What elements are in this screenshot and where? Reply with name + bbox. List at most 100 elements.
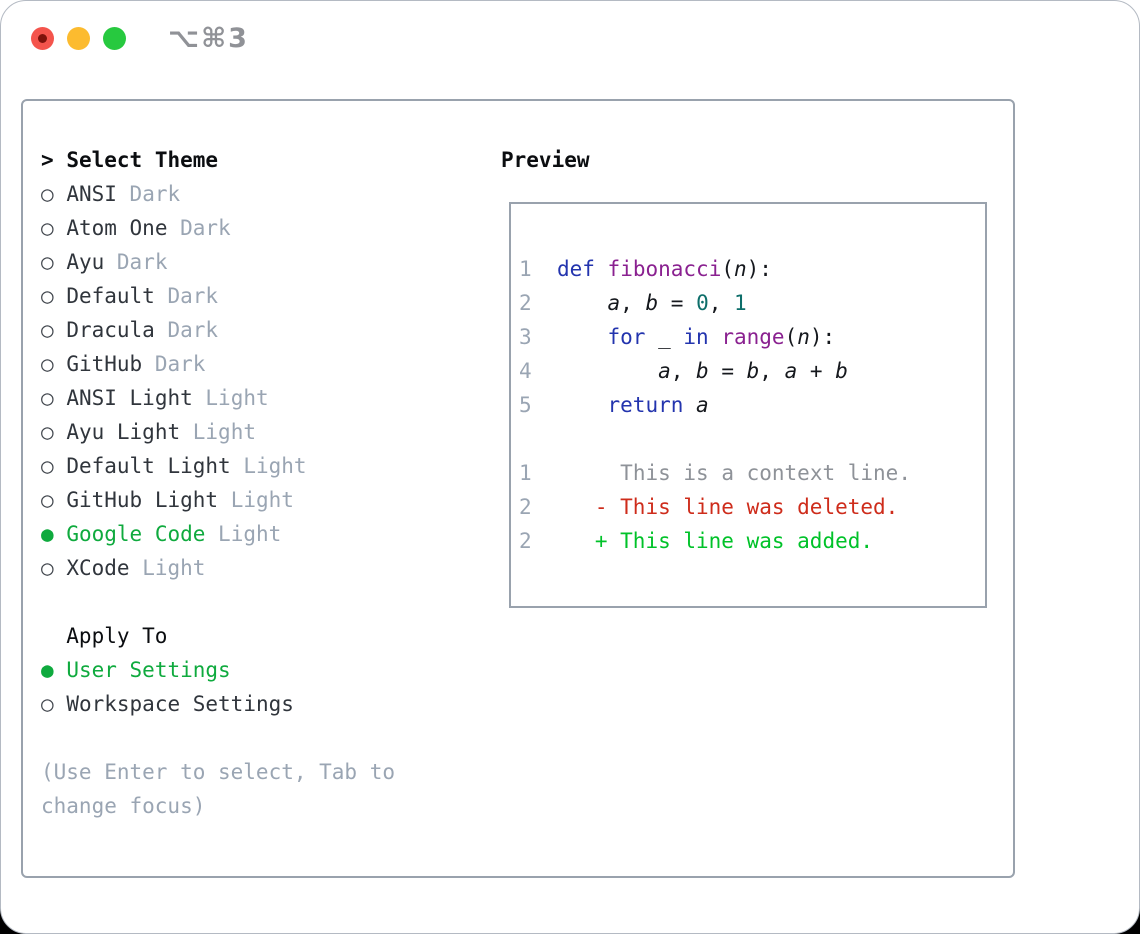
theme-list: ○ ANSI Dark○ Atom One Dark○ Ayu Dark○ De…: [41, 177, 475, 585]
zoom-button[interactable]: [103, 27, 126, 50]
radio-icon: ○: [41, 182, 54, 206]
code-line: 4 a, b = b, a + b: [519, 354, 977, 388]
code-line: 3 for _ in range(n):: [519, 320, 977, 354]
radio-icon: ○: [41, 386, 54, 410]
code-token-plain: ,: [620, 291, 646, 315]
select-theme-header: > Select Theme: [41, 143, 475, 177]
code-token-plain: _: [645, 325, 684, 349]
theme-variant: Light: [142, 556, 206, 580]
focus-caret-icon: >: [41, 148, 54, 172]
code-line: 5 return a: [519, 388, 977, 422]
code-token-plain: [532, 461, 621, 485]
code-token-fn: range: [721, 325, 785, 349]
theme-option-dracula[interactable]: ○ Dracula Dark: [41, 313, 475, 347]
code-token-var: a: [658, 359, 671, 383]
radio-icon: ○: [41, 352, 54, 376]
theme-option-xcode[interactable]: ○ XCode Light: [41, 551, 475, 585]
theme-variant: Light: [230, 488, 294, 512]
theme-selector-panel: > Select Theme ○ ANSI Dark○ Atom One Dar…: [21, 99, 1015, 878]
code-token-lit: 1: [734, 291, 747, 315]
code-token-var: n: [797, 325, 810, 349]
radio-icon: ○: [41, 250, 54, 274]
code-line: 2 a, b = 0, 1: [519, 286, 977, 320]
minimize-button[interactable]: [67, 27, 90, 50]
code-token-plain: ,: [759, 359, 785, 383]
apply-name: Workspace Settings: [66, 692, 294, 716]
code-line: 1 def fibonacci(n):: [519, 252, 977, 286]
code-token-kw: for: [607, 325, 646, 349]
code-token-kw: return: [607, 393, 684, 417]
code-token-lineno: 1: [519, 461, 532, 485]
preview-title: Preview: [501, 148, 590, 172]
theme-variant: Dark: [167, 318, 219, 342]
close-button[interactable]: [31, 27, 54, 50]
theme-name: ANSI: [66, 182, 117, 206]
code-token-lineno: 2: [519, 291, 532, 315]
theme-option-ayu[interactable]: ○ Ayu Dark: [41, 245, 475, 279]
radio-icon: ○: [41, 420, 54, 444]
code-token-plain: [532, 529, 595, 553]
code-token-var: b: [746, 359, 760, 383]
code-token-lineno: 5: [519, 393, 532, 417]
apply-option-workspace-settings[interactable]: ○ Workspace Settings: [41, 687, 475, 721]
code-token-kw: in: [683, 325, 709, 349]
theme-option-ansi-light[interactable]: ○ ANSI Light Light: [41, 381, 475, 415]
theme-option-default[interactable]: ○ Default Dark: [41, 279, 475, 313]
window-title: ⌥⌘3: [168, 23, 249, 54]
code-token-plain: [532, 393, 608, 417]
code-token-var: n: [734, 257, 747, 281]
theme-variant: Light: [243, 454, 307, 478]
radio-icon: ○: [41, 318, 54, 342]
theme-option-ayu-light[interactable]: ○ Ayu Light Light: [41, 415, 475, 449]
theme-option-atom-one[interactable]: ○ Atom One Dark: [41, 211, 475, 245]
apply-to-list: ● User Settings○ Workspace Settings: [41, 653, 475, 721]
theme-name: GitHub Light: [66, 488, 219, 512]
code-token-fn: fibonacci: [607, 257, 722, 281]
radio-icon: ○: [41, 488, 54, 512]
theme-name: Atom One: [66, 216, 168, 240]
theme-variant: Light: [192, 420, 256, 444]
theme-option-github[interactable]: ○ GitHub Dark: [41, 347, 475, 381]
code-token-lineno: 4: [519, 359, 532, 383]
radio-icon: ○: [41, 216, 54, 240]
theme-option-ansi[interactable]: ○ ANSI Dark: [41, 177, 475, 211]
code-token-plain: [595, 257, 608, 281]
code-token-plain: [532, 325, 608, 349]
spacer: [41, 585, 475, 619]
code-token-ctx: This is a context line.: [620, 461, 911, 485]
code-token-plain: =: [708, 359, 747, 383]
code-token-add: + This line was added.: [594, 529, 874, 553]
titlebar: ⌥⌘3: [1, 1, 1139, 76]
theme-option-github-light[interactable]: ○ GitHub Light Light: [41, 483, 475, 517]
code-token-plain: [532, 291, 608, 315]
theme-list-column: > Select Theme ○ ANSI Dark○ Atom One Dar…: [41, 143, 475, 823]
theme-variant: Dark: [129, 182, 181, 206]
theme-option-default-light[interactable]: ○ Default Light Light: [41, 449, 475, 483]
radio-icon: ○: [41, 556, 54, 580]
theme-name: GitHub: [66, 352, 143, 376]
theme-variant: Light: [205, 386, 269, 410]
theme-name: Dracula: [66, 318, 155, 342]
code-token-var: a: [607, 291, 621, 315]
code-token-plain: ):: [746, 257, 772, 281]
code-token-plain: [683, 393, 696, 417]
code-token-lit: 0: [696, 291, 709, 315]
code-line: 1 This is a context line.: [519, 456, 977, 490]
spacer: [41, 721, 475, 755]
theme-name: Google Code: [66, 522, 206, 546]
theme-variant: Dark: [167, 284, 219, 308]
code-token-var: a: [696, 393, 709, 417]
theme-option-google-code[interactable]: ● Google Code Light: [41, 517, 475, 551]
code-token-var: b: [835, 359, 848, 383]
radio-selected-icon: ●: [41, 658, 54, 682]
theme-variant: Light: [218, 522, 282, 546]
theme-variant: Dark: [154, 352, 206, 376]
radio-icon: ○: [41, 454, 54, 478]
select-theme-label: Select Theme: [66, 148, 219, 172]
theme-name: XCode: [66, 556, 130, 580]
apply-option-user-settings[interactable]: ● User Settings: [41, 653, 475, 687]
theme-variant: Dark: [116, 250, 168, 274]
